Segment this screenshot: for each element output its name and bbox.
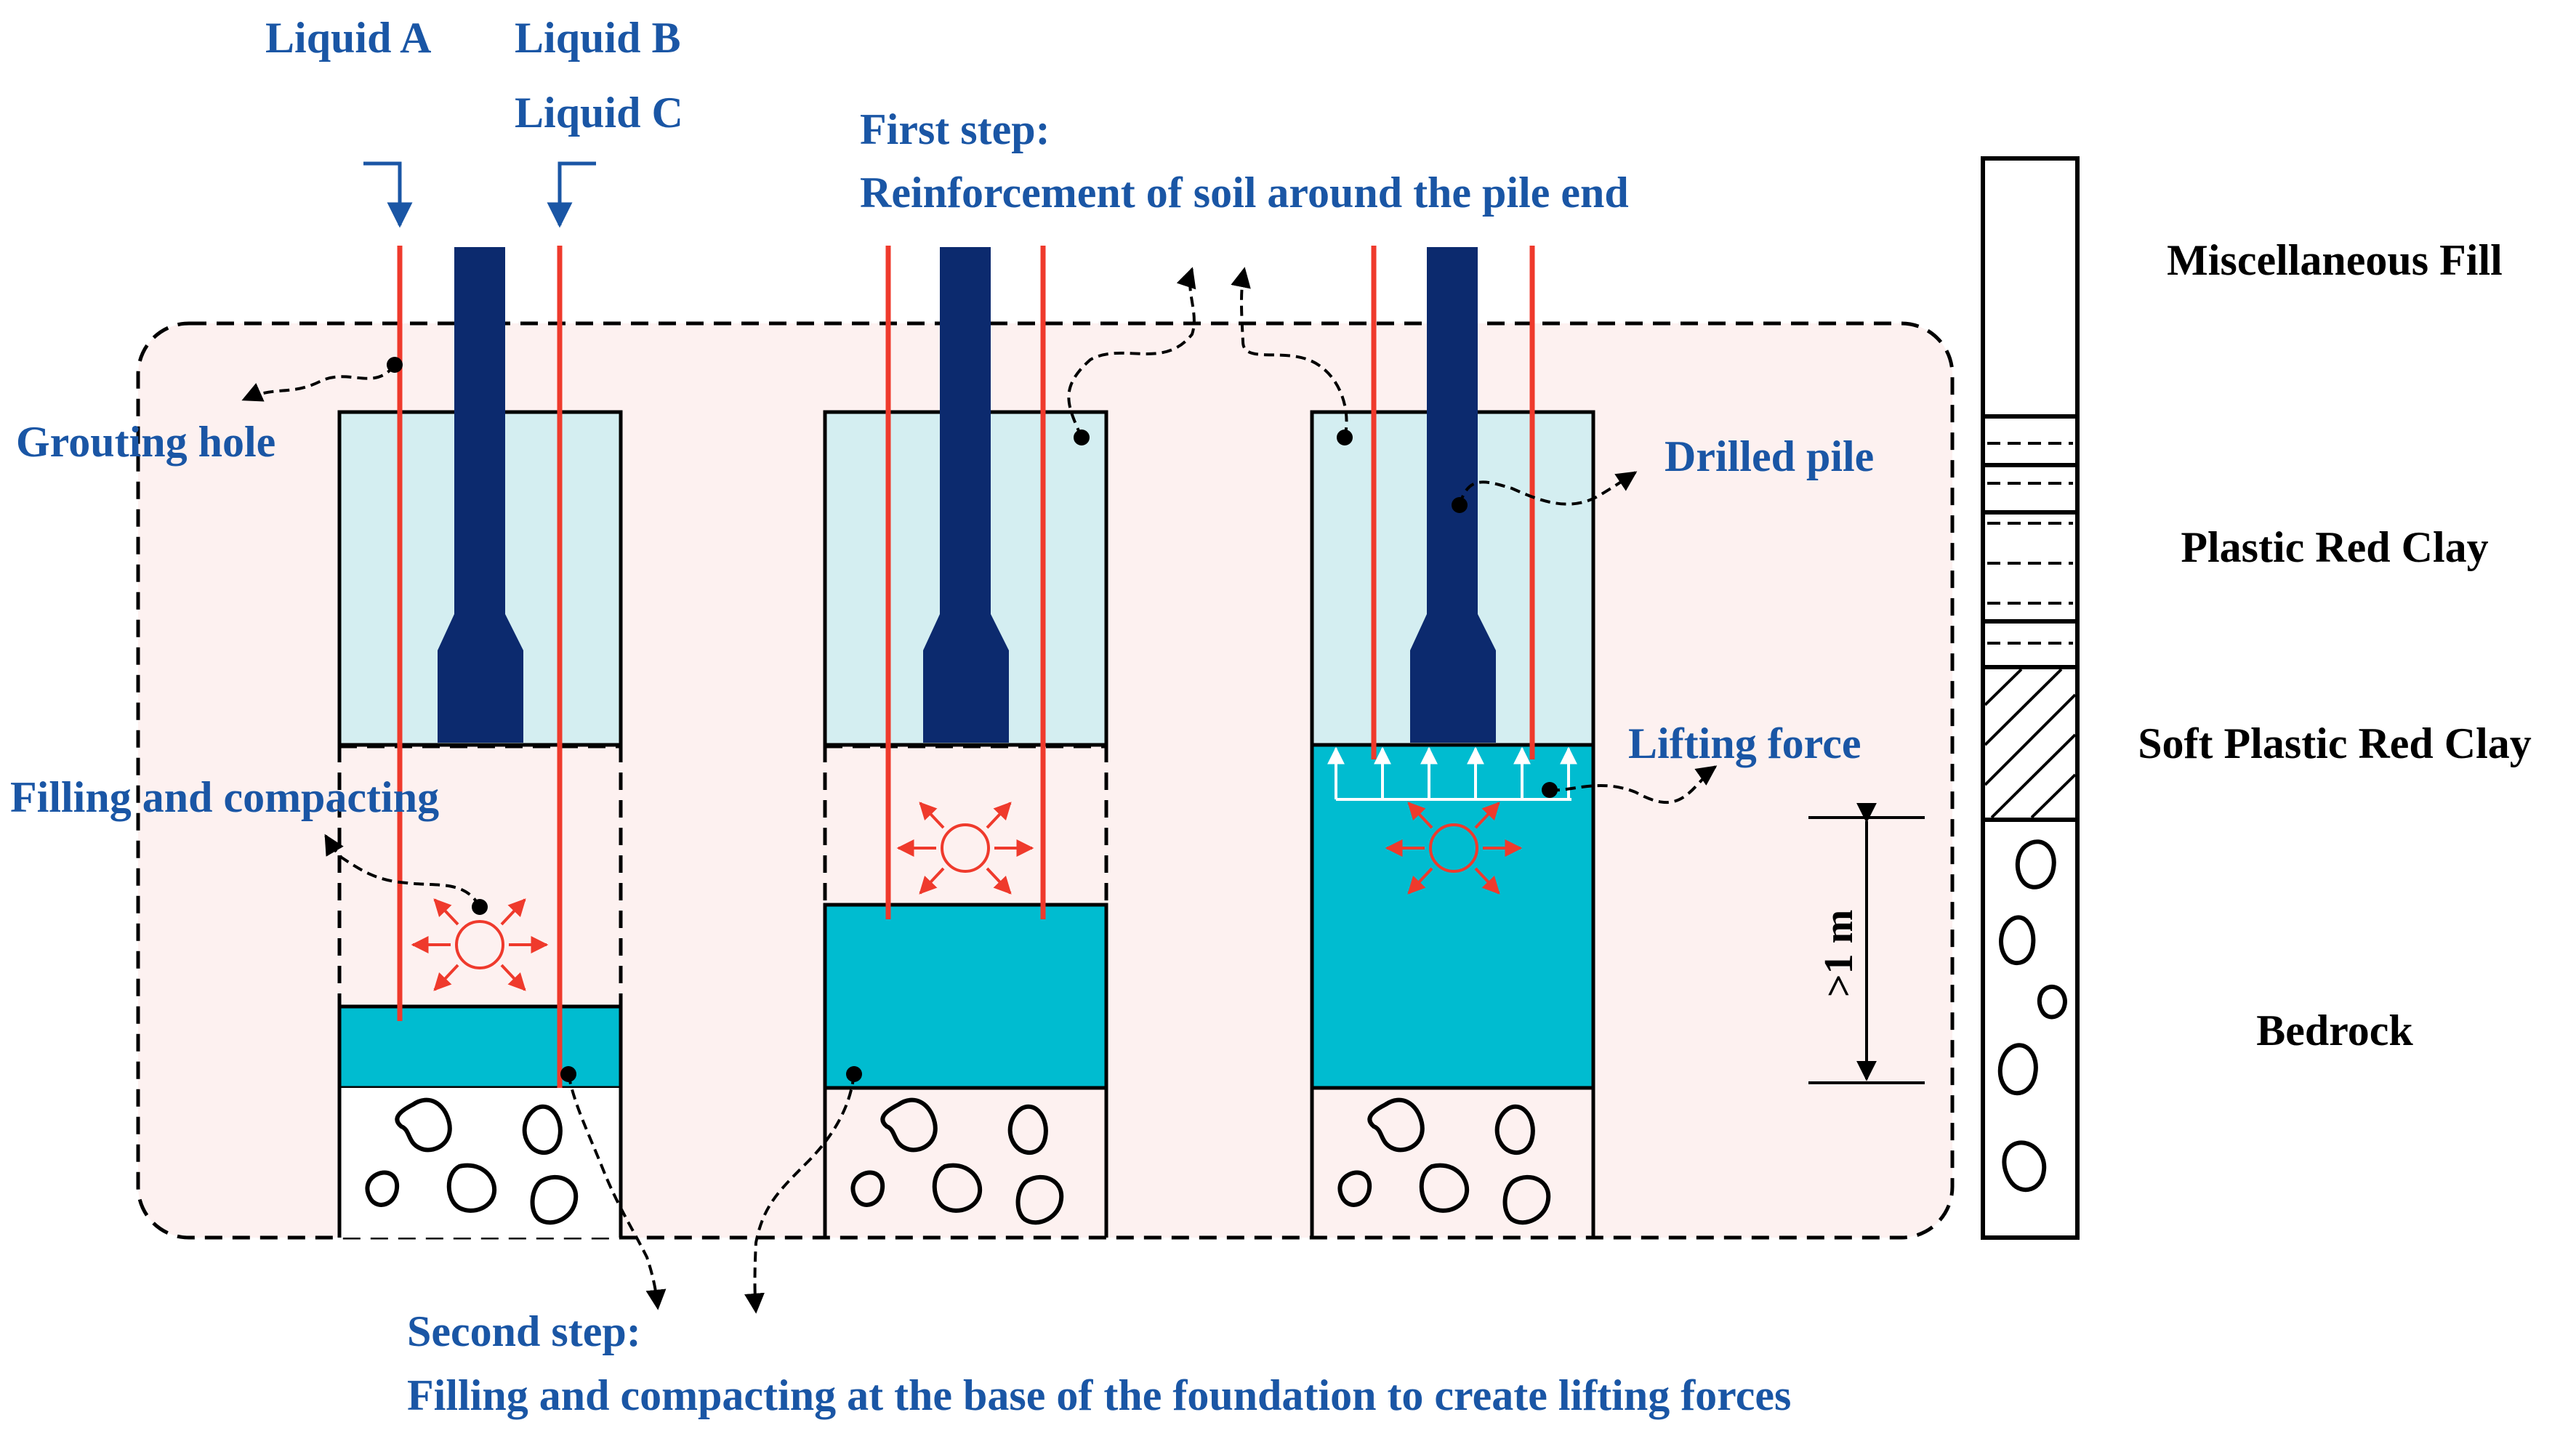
lifting-force-label: Lifting force	[1628, 719, 1861, 767]
first-step-title: First step:	[860, 105, 1050, 153]
second-step-title: Second step:	[407, 1307, 641, 1355]
depth-label: >1 m	[1816, 910, 1861, 998]
stratum-label: Miscellaneous Fill	[2167, 236, 2503, 284]
filling-compacting-label: Filling and compacting	[10, 773, 439, 821]
stratum-label: Plastic Red Clay	[2181, 523, 2488, 571]
first-step-description: Reinforcement of soil around the pile en…	[860, 169, 1629, 217]
liquid-a-label: Liquid A	[265, 14, 432, 62]
drilled-pile	[923, 247, 1009, 743]
lifting-force-arrows	[1327, 746, 1577, 801]
stratum-miscellaneous-fill	[1981, 156, 2080, 419]
liquid-inlet-arrows	[363, 161, 596, 228]
drilled-pile	[1410, 247, 1496, 743]
stage-3-column	[1310, 246, 1595, 1238]
burst-symbol	[411, 898, 549, 991]
depth-dimension	[1808, 802, 1925, 1084]
stratum-plastic-red-clay	[1981, 414, 2080, 669]
stratum-soft-plastic-red-clay	[1981, 665, 2080, 822]
grout-layer	[823, 903, 1108, 1090]
grout-layer	[1310, 743, 1595, 1090]
burst-symbol	[896, 802, 1034, 895]
stage-2-column	[823, 246, 1108, 1238]
stratum-label: Soft Plastic Red Clay	[2138, 719, 2532, 767]
bedrock-zone	[339, 1088, 621, 1238]
burst-symbol	[1385, 802, 1523, 895]
grouting-hole-label: Grouting hole	[16, 418, 275, 466]
liquid-b-label: Liquid B	[515, 14, 681, 62]
rock-cluster	[365, 1097, 579, 1225]
second-step-description: Filling and compacting at the base of th…	[407, 1371, 1791, 1419]
callout-leaders	[241, 267, 1718, 1314]
rock-cluster	[1337, 1097, 1551, 1225]
rock-cluster	[850, 1097, 1064, 1225]
liquid-c-label: Liquid C	[515, 89, 683, 137]
drilled-pile-label: Drilled pile	[1665, 432, 1874, 480]
grout-layer	[337, 1004, 623, 1090]
stratum-bedrock	[1981, 818, 2080, 1240]
stratum-label: Bedrock	[2256, 1007, 2413, 1054]
strata-column	[1981, 156, 2080, 1240]
callout-dots	[387, 357, 1558, 1082]
drilled-pile	[438, 247, 523, 743]
